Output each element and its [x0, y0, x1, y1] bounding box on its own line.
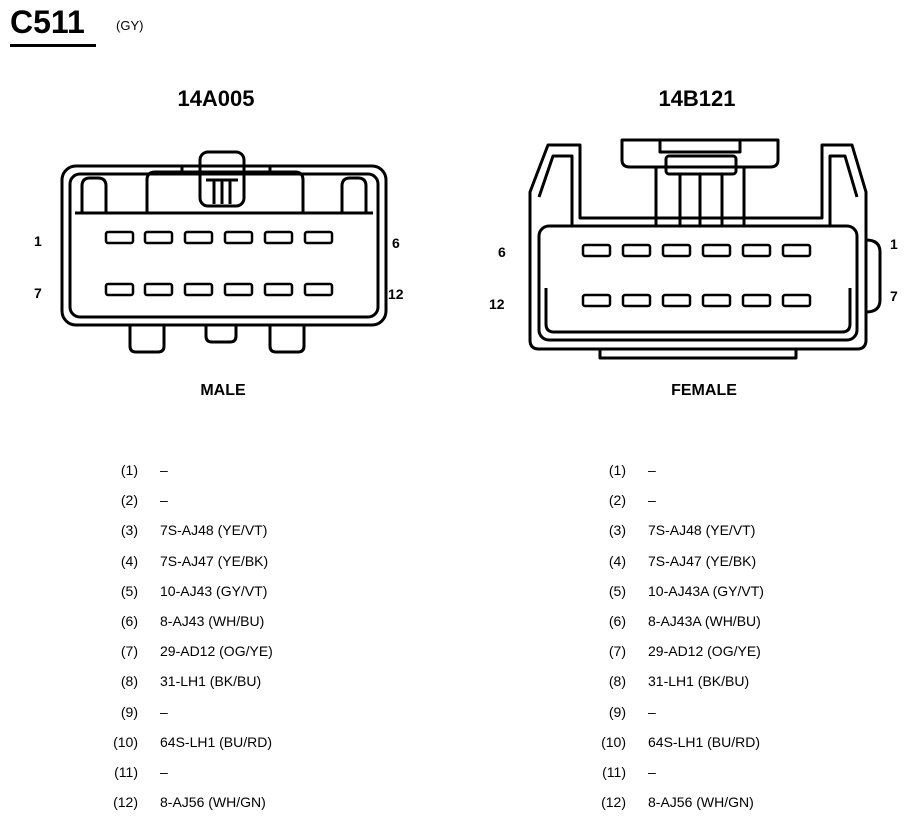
pin-row: (10) 64S-LH1 (BU/RD) — [98, 734, 478, 764]
pin-circuit: 7S-AJ47 (YE/BK) — [160, 552, 269, 569]
pin-row: (12) 8-AJ56 (WH/GN) — [586, 794, 906, 824]
pin-row: (12) 8-AJ56 (WH/GN) — [98, 794, 478, 824]
pin-number: (3) — [608, 522, 626, 539]
left-pin-table: (1) – (2) – (3) 7S-AJ48 (YE/VT) (4) 7S-AJ47 (YE… — [98, 462, 478, 824]
pin-circuit: – — [648, 462, 656, 478]
pin-number: (8) — [608, 673, 626, 690]
pin-circuit: – — [648, 703, 656, 720]
pin-circuit: – — [160, 703, 168, 720]
pin-circuit: 7S-AJ48 (YE/VT) — [160, 522, 268, 539]
male-label-top-right: 6 — [392, 235, 400, 251]
pin-circuit: 29-AD12 (OG/YE) — [648, 643, 761, 660]
female-connector-body — [528, 138, 882, 360]
pin-circuit: – — [648, 492, 656, 509]
pin-row: (6) 8-AJ43 (WH/BU) — [98, 613, 478, 643]
pin-number: (9) — [608, 703, 626, 720]
pin-number: (6) — [608, 612, 626, 629]
pin-row: (2) – — [98, 492, 478, 522]
pin-row: (8) 31-LH1 (BK/BU) — [98, 673, 478, 703]
right-gender-label: FEMALE — [671, 382, 737, 399]
pin-number: (10) — [113, 733, 138, 750]
pin-row: (8) 31-LH1 (BK/BU) — [586, 673, 906, 703]
pin-number: (4) — [608, 552, 626, 569]
pin-row: (3) 7S-AJ48 (YE/VT) — [98, 522, 478, 552]
pin-number: (2) — [120, 492, 138, 509]
pin-row: (11) – — [586, 764, 906, 794]
pin-number: (6) — [120, 612, 138, 629]
pin-row: (9) – — [98, 704, 478, 734]
pin-number: (10) — [601, 733, 626, 750]
pin-number: (3) — [120, 522, 138, 539]
pin-circuit: 8-AJ56 (WH/GN) — [648, 794, 754, 811]
pin-row: (7) 29-AD12 (OG/YE) — [586, 643, 906, 673]
male-label-bottom-left: 7 — [34, 285, 42, 301]
pin-circuit: 10-AJ43 (GY/VT) — [160, 582, 268, 599]
pin-circuit: – — [648, 763, 656, 780]
right-part-number: 14B121 — [658, 86, 736, 111]
connector-name: C511 — [10, 4, 85, 40]
female-label-top-left: 6 — [498, 244, 506, 260]
pin-circuit: 8-AJ56 (WH/GN) — [160, 794, 266, 811]
pin-row: (4) 7S-AJ47 (YE/BK) — [98, 553, 478, 583]
female-label-top-right: 1 — [890, 236, 898, 252]
pin-number: (1) — [608, 462, 626, 478]
pin-row: (9) – — [586, 704, 906, 734]
pin-row: (3) 7S-AJ48 (YE/VT) — [586, 522, 906, 552]
pin-row: (6) 8-AJ43A (WH/BU) — [586, 613, 906, 643]
pin-number: (11) — [114, 763, 138, 780]
pin-number: (11) — [602, 763, 626, 780]
pin-row: (5) 10-AJ43 (GY/VT) — [98, 583, 478, 613]
left-part-number: 14A005 — [177, 86, 255, 111]
pin-circuit: 31-LH1 (BK/BU) — [648, 673, 750, 690]
female-label-bottom-right: 7 — [890, 288, 898, 304]
pin-circuit: 10-AJ43A (GY/VT) — [648, 582, 764, 599]
pin-circuit: 64S-LH1 (BU/RD) — [648, 733, 761, 750]
pin-row: (7) 29-AD12 (OG/YE) — [98, 643, 478, 673]
pin-number: (12) — [113, 794, 138, 811]
pin-circuit: 8-AJ43A (WH/BU) — [648, 612, 761, 629]
pin-circuit: – — [160, 763, 168, 780]
title-underline — [10, 44, 96, 47]
pin-number: (7) — [120, 643, 138, 660]
pin-row: (5) 10-AJ43A (GY/VT) — [586, 583, 906, 613]
pin-number: (1) — [120, 462, 138, 478]
pin-number: (12) — [601, 794, 626, 811]
right-pin-table: (1) – (2) – (3) 7S-AJ48 (YE/VT) (4) 7S-AJ47 (YE… — [586, 462, 906, 824]
pin-number: (5) — [608, 582, 626, 599]
connector-color-code: (GY) — [116, 18, 144, 33]
pin-row: (2) – — [586, 492, 906, 522]
pin-circuit: 7S-AJ48 (YE/VT) — [648, 522, 756, 539]
pin-row: (11) – — [98, 764, 478, 794]
pin-row: (1) – — [586, 462, 906, 492]
male-pin-cavities — [104, 230, 334, 297]
pin-circuit: – — [160, 462, 168, 478]
male-label-top-left: 1 — [34, 233, 42, 249]
male-label-bottom-right: 12 — [388, 286, 404, 302]
pin-circuit: 31-LH1 (BK/BU) — [160, 673, 262, 690]
pin-row: (10) 64S-LH1 (BU/RD) — [586, 734, 906, 764]
pin-number: (5) — [120, 582, 138, 599]
pin-number: (4) — [120, 552, 138, 569]
pin-circuit: 64S-LH1 (BU/RD) — [160, 733, 273, 750]
pin-circuit: 7S-AJ47 (YE/BK) — [648, 552, 757, 569]
left-gender-label: MALE — [200, 382, 246, 399]
pin-row: (1) – — [98, 462, 478, 492]
pin-number: (8) — [120, 673, 138, 690]
female-pin-cavities — [581, 243, 812, 308]
female-label-bottom-left: 12 — [489, 296, 505, 312]
male-connector-body — [60, 150, 388, 354]
pin-row: (4) 7S-AJ47 (YE/BK) — [586, 553, 906, 583]
pin-number: (7) — [608, 643, 626, 660]
pin-circuit: 29-AD12 (OG/YE) — [160, 643, 273, 660]
pin-number: (2) — [608, 492, 626, 509]
pin-number: (9) — [120, 703, 138, 720]
pin-circuit: 8-AJ43 (WH/BU) — [160, 612, 265, 629]
pin-circuit: – — [160, 492, 168, 509]
